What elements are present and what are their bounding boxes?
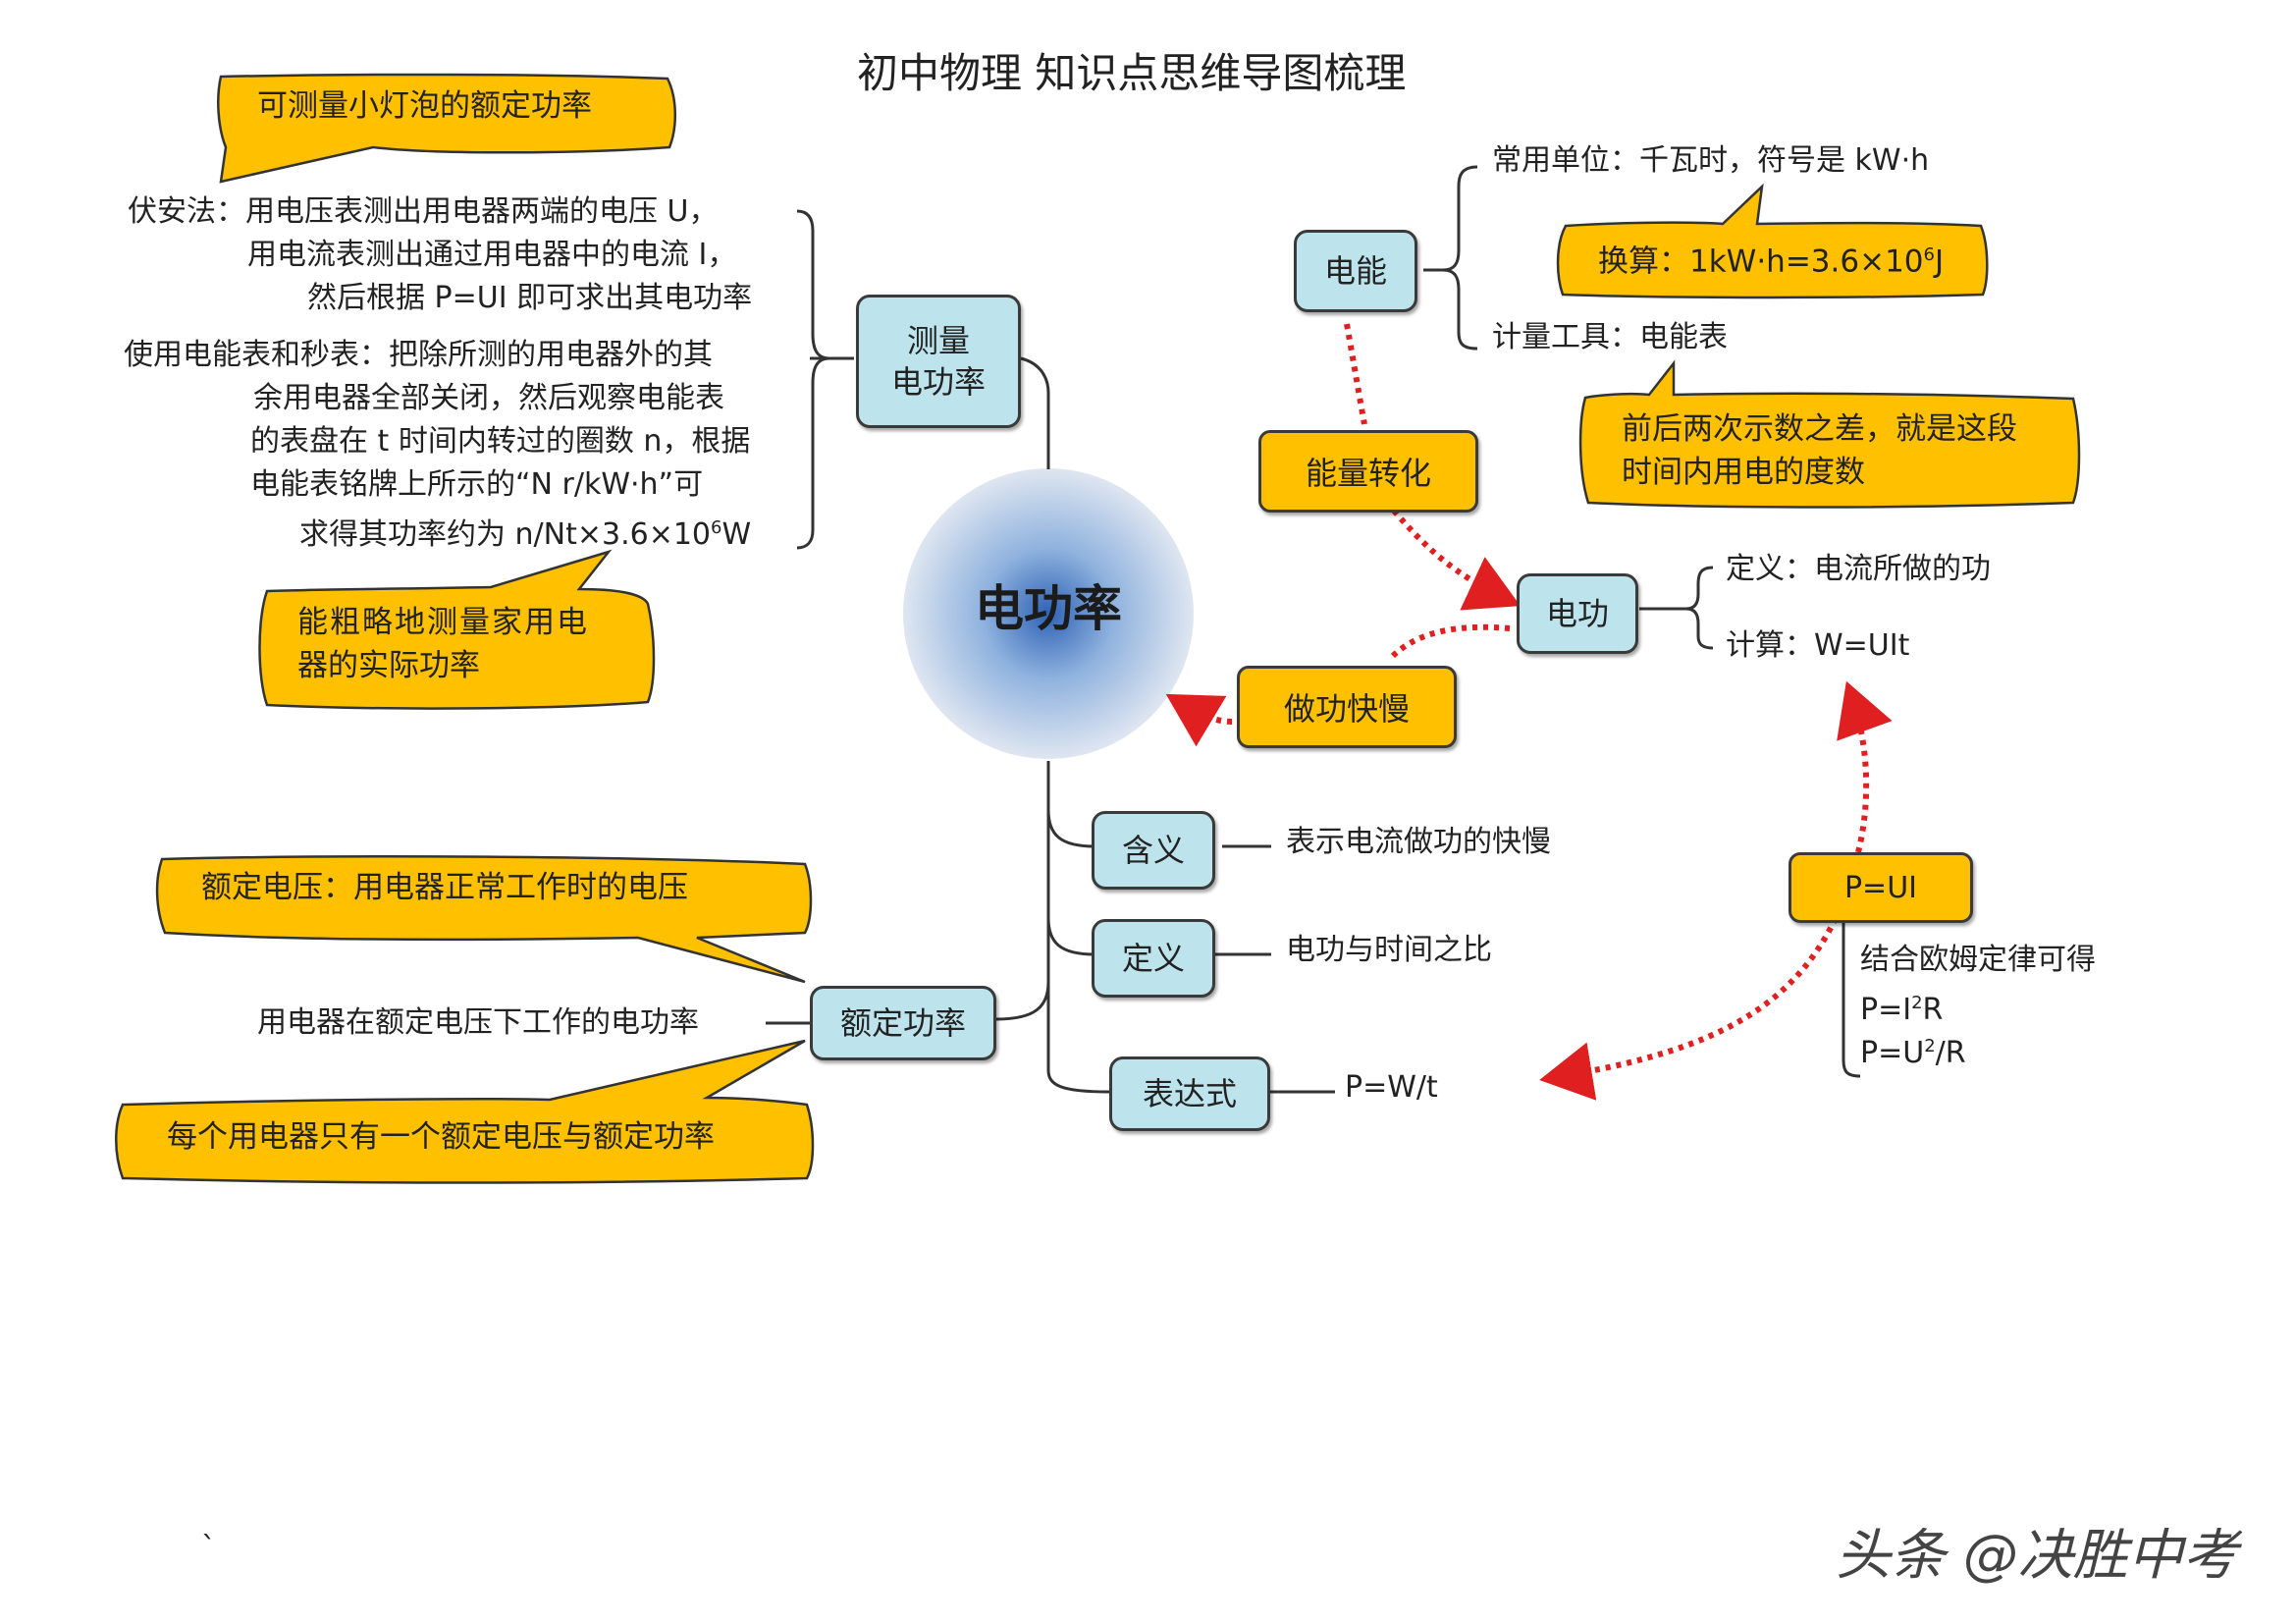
pui-formula-2-prefix: P=I: [1860, 993, 1912, 1027]
energy-conversion-prefix: 换算：1kW·h=3.6×10: [1598, 244, 1924, 280]
center-circle: [903, 468, 1194, 759]
pui-node: P=UI: [1789, 852, 1973, 923]
meter-line-5: 求得其功率约为 n/Nt×3.6×106W: [299, 507, 751, 557]
meter-line-5-exp: 6: [711, 517, 722, 538]
work-bracket: [1639, 566, 1714, 650]
meter-line-5-prefix: 求得其功率约为 n/Nt×3.6×10: [299, 517, 712, 552]
stray-mark: `: [201, 1531, 216, 1565]
callout-measure-bottom-line-2: 器的实际功率: [297, 648, 480, 683]
work-node: 电功: [1517, 573, 1638, 654]
meter-line-5-suffix: W: [721, 517, 752, 552]
callout-shape-energy: [1556, 183, 1989, 299]
fuan-line-1: 伏安法：用电压表测出用电器两端的电压 U，: [128, 194, 719, 229]
callout-shape-measure-bottom: [258, 549, 656, 710]
callout-energy-line-1: 前后两次示数之差，就是这段: [1622, 411, 2017, 447]
work-calc: 计算：W=UIt: [1726, 628, 1910, 663]
energy-bracket: [1423, 165, 1478, 351]
energy-conversion-node: 能量转化: [1258, 430, 1478, 513]
pui-formula-2-suffix: R: [1922, 993, 1944, 1027]
energy-conversion: 换算：1kW·h=3.6×106J: [1598, 234, 1944, 283]
pui-formula-3: P=U2/R: [1860, 1025, 1966, 1075]
pui-formula-2-exp: 2: [1911, 993, 1923, 1013]
energy-conversion-suffix: J: [1934, 244, 1945, 280]
definition-node: 定义: [1092, 919, 1215, 998]
callout-shape-rated-bottom: [115, 1039, 815, 1184]
meaning-text: 表示电流做功的快慢: [1286, 825, 1551, 859]
callout-rated-top-text: 额定电压：用电器正常工作时的电压: [201, 870, 688, 905]
callout-rated-bottom-text: 每个用电器只有一个额定电压与额定功率: [167, 1119, 715, 1155]
fuan-line-3: 然后根据 P=UI 即可求出其电功率: [307, 281, 753, 315]
meter-line-1: 使用电能表和秒表：把除所测的用电器外的其: [124, 338, 713, 372]
page-title: 初中物理 知识点思维导图梳理: [857, 49, 1407, 97]
work-definition: 定义：电流所做的功: [1726, 552, 1991, 586]
meter-line-3: 的表盘在 t 时间内转过的圈数 n，根据: [250, 424, 751, 459]
watermark: 头条 @决胜中考: [1836, 1524, 2238, 1588]
center-label: 电功率: [975, 580, 1122, 637]
rated-power-node: 额定功率: [810, 986, 996, 1060]
callout-bubbles: [115, 73, 2081, 1184]
definition-text: 电功与时间之比: [1286, 933, 1492, 967]
pui-formula-3-exp: 2: [1924, 1036, 1936, 1056]
energy-unit: 常用单位：千瓦时，符号是 kW·h: [1492, 143, 1930, 178]
measure-bracket: [796, 209, 830, 550]
pui-line-1: 结合欧姆定律可得: [1860, 943, 2096, 977]
rated-power-desc: 用电器在额定电压下工作的电功率: [257, 1005, 699, 1040]
callout-shape-energy-bottom: [1578, 359, 2081, 509]
expression-text: P=W/t: [1345, 1070, 1438, 1105]
dotted-arrows: [1165, 323, 1893, 1101]
meter-line-2: 余用电器全部关闭，然后观察电能表: [253, 381, 724, 415]
pui-formula-3-suffix: /R: [1935, 1036, 1966, 1070]
callout-shape-measure-top: [217, 73, 677, 184]
fuan-line-2: 用电流表测出通过用电器中的电流 I，: [247, 238, 737, 272]
work-speed-node: 做功快慢: [1237, 666, 1457, 748]
callout-energy-line-2: 时间内用电的度数: [1622, 455, 1865, 490]
callout-measure-bottom-line-1: 能粗略地测量家用电: [297, 605, 589, 640]
expression-node: 表达式: [1109, 1056, 1270, 1131]
meter-line-4: 电能表铭牌上所示的“N r/kW·h”可: [250, 467, 704, 502]
measure-node: 测量 电功率: [856, 295, 1021, 428]
energy-tool: 计量工具：电能表: [1492, 320, 1728, 354]
energy-node: 电能: [1294, 230, 1417, 312]
callout-shape-rated-top: [155, 855, 813, 984]
meaning-node: 含义: [1092, 811, 1215, 890]
pui-formula-3-prefix: P=U: [1860, 1036, 1925, 1070]
energy-conversion-exp: 6: [1923, 244, 1935, 265]
pui-formula-2: P=I2R: [1860, 982, 1943, 1032]
callout-measure-top-text: 可测量小灯泡的额定功率: [257, 88, 592, 124]
pui-bracket: [1842, 923, 1861, 1078]
trunk-lines: [766, 356, 1335, 1094]
